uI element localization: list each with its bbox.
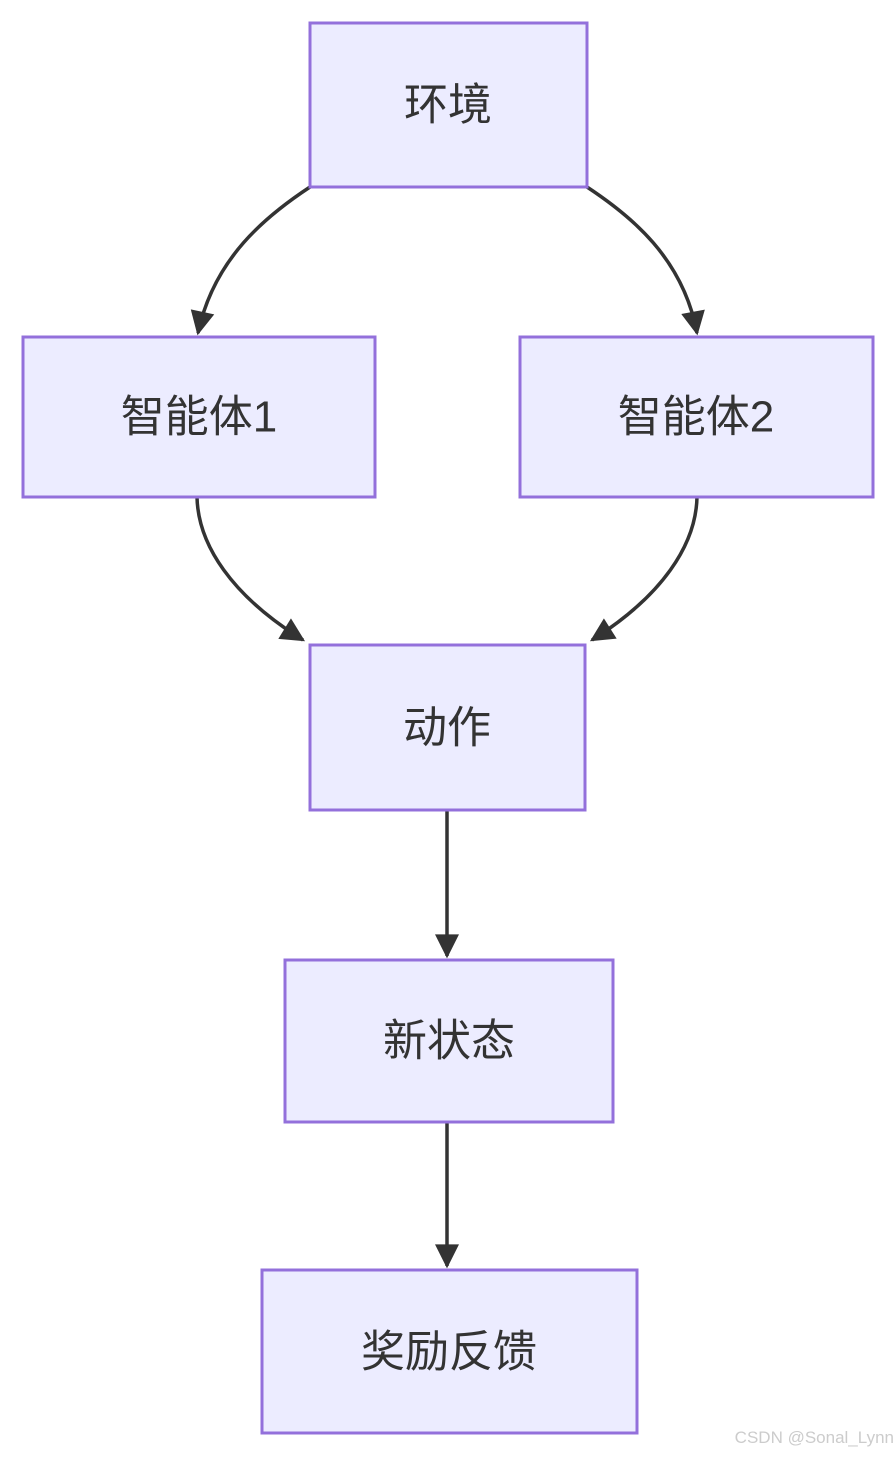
node-agent2: 智能体2 <box>518 335 875 499</box>
node-agent1: 智能体1 <box>21 335 377 499</box>
node-env: 环境 <box>308 21 589 189</box>
node-reward: 奖励反馈 <box>260 1268 639 1435</box>
node-agent1-box <box>21 335 377 499</box>
node-action-label: 动作 <box>403 704 491 753</box>
node-action: 动作 <box>308 643 587 812</box>
node-env-box <box>308 21 589 189</box>
node-reward-label: 奖励反馈 <box>361 1328 537 1377</box>
node-reward-box <box>260 1268 639 1435</box>
edge-env-to-agent1 <box>190 185 311 336</box>
edge-env-to-agent2 <box>586 185 705 336</box>
edges <box>190 185 705 1269</box>
node-env-label: 环境 <box>404 81 492 130</box>
node-action-box <box>308 643 587 812</box>
node-agent2-box <box>518 335 875 499</box>
node-new-state-label: 新状态 <box>383 1017 515 1066</box>
node-new-state: 新状态 <box>283 958 615 1124</box>
edge-agent1-to-action <box>195 496 306 642</box>
node-new-state-box <box>283 958 615 1124</box>
node-agent2-label: 智能体2 <box>618 393 774 442</box>
watermark: CSDN @Sonal_Lynn <box>734 1428 894 1447</box>
node-agent1-label: 智能体1 <box>121 393 277 442</box>
edge-agent2-to-action <box>589 496 699 642</box>
